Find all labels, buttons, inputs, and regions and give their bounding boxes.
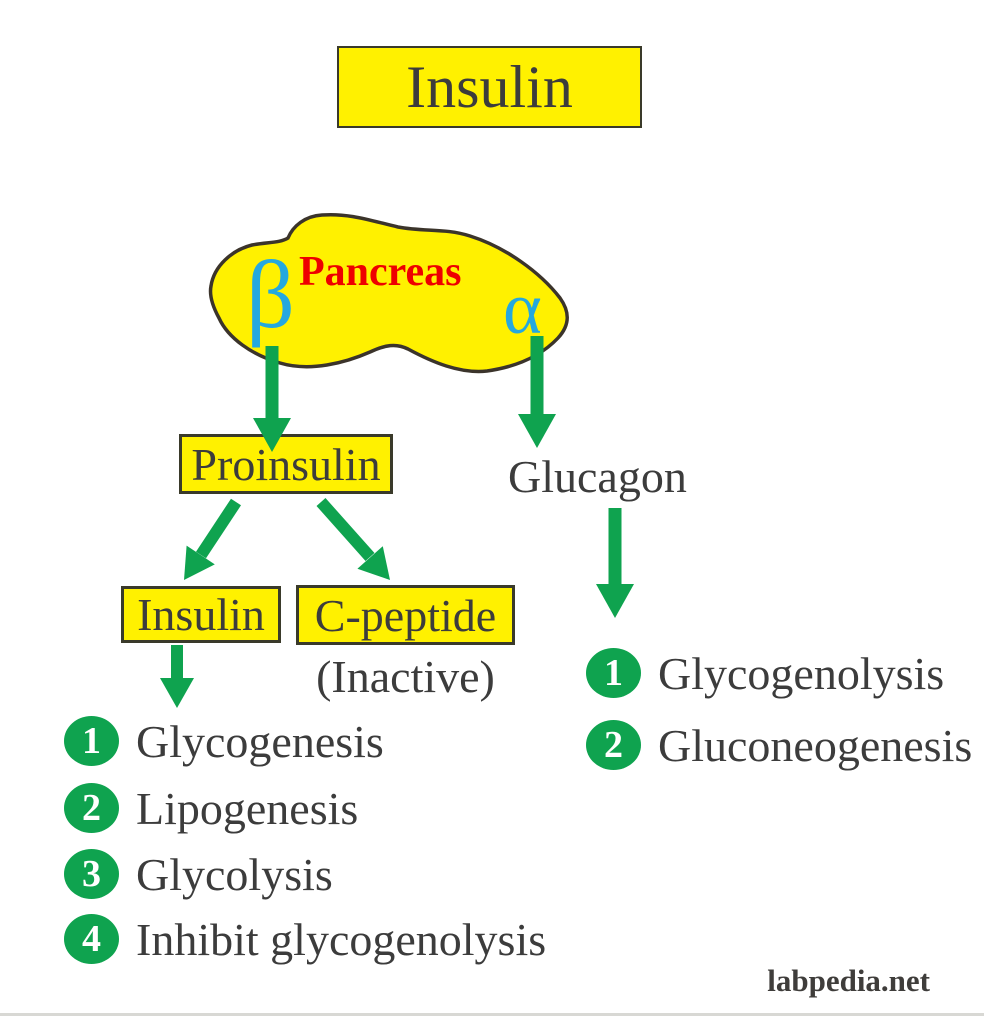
c-peptide-box: C-peptide — [296, 585, 515, 645]
insulin-effect-label-1: Glycogenesis — [136, 715, 384, 767]
beta-cell-symbol: β — [246, 241, 295, 348]
number-badge-glucagon-2: 2 — [586, 720, 641, 770]
insulin-effect-label-4: Inhibit glycogenolysis — [136, 913, 547, 965]
number-badge-glucagon-1: 1 — [586, 648, 641, 698]
watermark: labpedia.net — [767, 963, 930, 998]
number-badge-4: 4 — [64, 914, 119, 964]
insulin-label: Insulin — [137, 589, 265, 640]
insulin-box: Insulin — [121, 586, 281, 643]
number-badge-1: 1 — [64, 716, 119, 766]
proinsulin-label: Proinsulin — [191, 438, 381, 490]
arrow-alpha-to-glucagon — [518, 336, 556, 448]
insulin-effect-row-1: 1 Glycogenesis — [64, 712, 384, 770]
inactive-note: (Inactive) — [316, 651, 495, 702]
proinsulin-box: Proinsulin — [179, 434, 393, 494]
c-peptide-label: C-peptide — [314, 589, 497, 641]
arrow-proinsulin-to-insulin — [184, 498, 242, 580]
glucagon-effect-row-1: 1 Glycogenolysis — [586, 644, 944, 702]
glucagon-effect-label-1: Glycogenolysis — [658, 647, 945, 699]
arrow-insulin-to-effects — [160, 645, 194, 708]
arrow-proinsulin-to-cpeptide — [316, 498, 390, 580]
arrow-glucagon-to-effects — [596, 508, 634, 618]
insulin-effect-label-2: Lipogenesis — [136, 782, 359, 834]
page-title: Insulin — [406, 53, 573, 120]
glucagon-effect-label-2: Gluconeogenesis — [658, 719, 973, 771]
alpha-cell-symbol: α — [503, 268, 542, 350]
insulin-effect-label-3: Glycolysis — [136, 848, 333, 900]
glucagon-label: Glucagon — [508, 451, 687, 502]
bottom-divider — [0, 1013, 984, 1016]
number-badge-3: 3 — [64, 849, 119, 899]
glucagon-effect-row-2: 2 Gluconeogenesis — [586, 716, 972, 774]
insulin-effect-row-4: 4 Inhibit glycogenolysis — [64, 910, 546, 968]
title-box: Insulin — [337, 46, 642, 128]
insulin-effect-row-3: 3 Glycolysis — [64, 845, 333, 903]
insulin-effect-row-2: 2 Lipogenesis — [64, 779, 358, 837]
number-badge-2: 2 — [64, 783, 119, 833]
pancreas-label: Pancreas — [299, 249, 462, 295]
